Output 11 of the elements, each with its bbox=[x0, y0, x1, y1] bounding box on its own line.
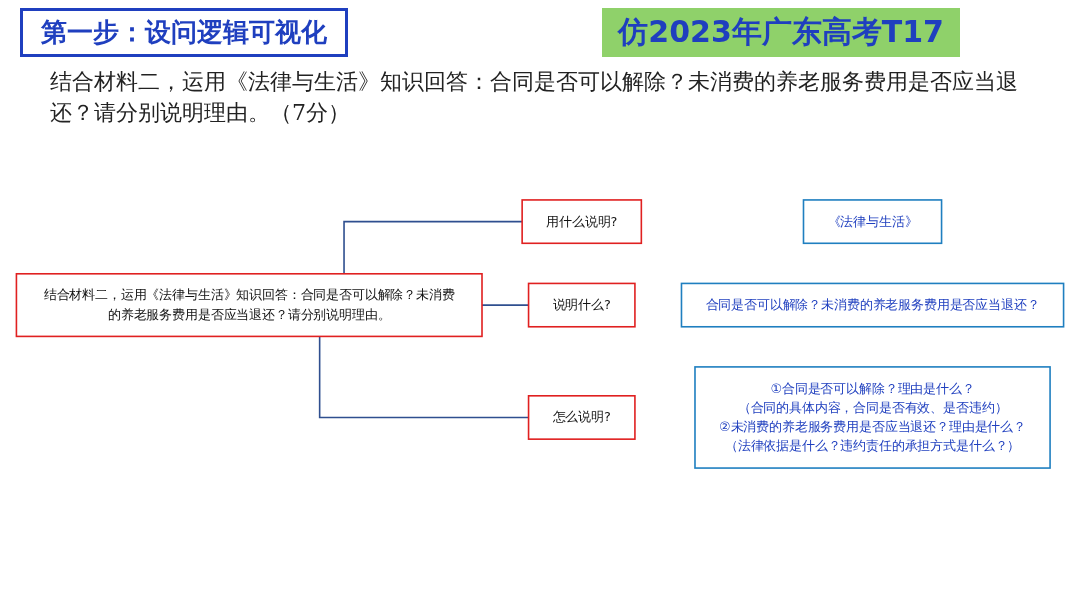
connector bbox=[343, 220, 523, 275]
node-box: 合同是否可以解除？未消费的养老服务费用是否应当退还？ bbox=[680, 282, 1065, 328]
heading-badge: 仿2023年广东高考T17 bbox=[602, 8, 960, 57]
node-box: 结合材料二，运用《法律与生活》知识回答：合同是否可以解除？未消费的养老服务费用是否应当退还？请分别说明理由。 bbox=[15, 272, 483, 337]
node-box: 用什么说明? bbox=[521, 198, 643, 244]
node-box: 说明什么? bbox=[527, 282, 636, 328]
question-text: 结合材料二，运用《法律与生活》知识回答：合同是否可以解除？未消费的养老服务费用是否应当退还？请分别说明理由。（7分） bbox=[49, 68, 1019, 127]
node-box: ①合同是否可以解除？理由是什么？ （合同的具体内容，合同是否有效、是否违约） ②未消费的养老服务费用是否应当退还？理由是什么？ （法律依据是什么？违约责任的承担方式是什么？） bbox=[694, 365, 1051, 469]
node-box: 《法律与生活》 bbox=[802, 198, 943, 244]
node-box: 怎么说明? bbox=[527, 394, 636, 440]
slide-title: 第一步：设问逻辑可视化 bbox=[20, 8, 348, 57]
